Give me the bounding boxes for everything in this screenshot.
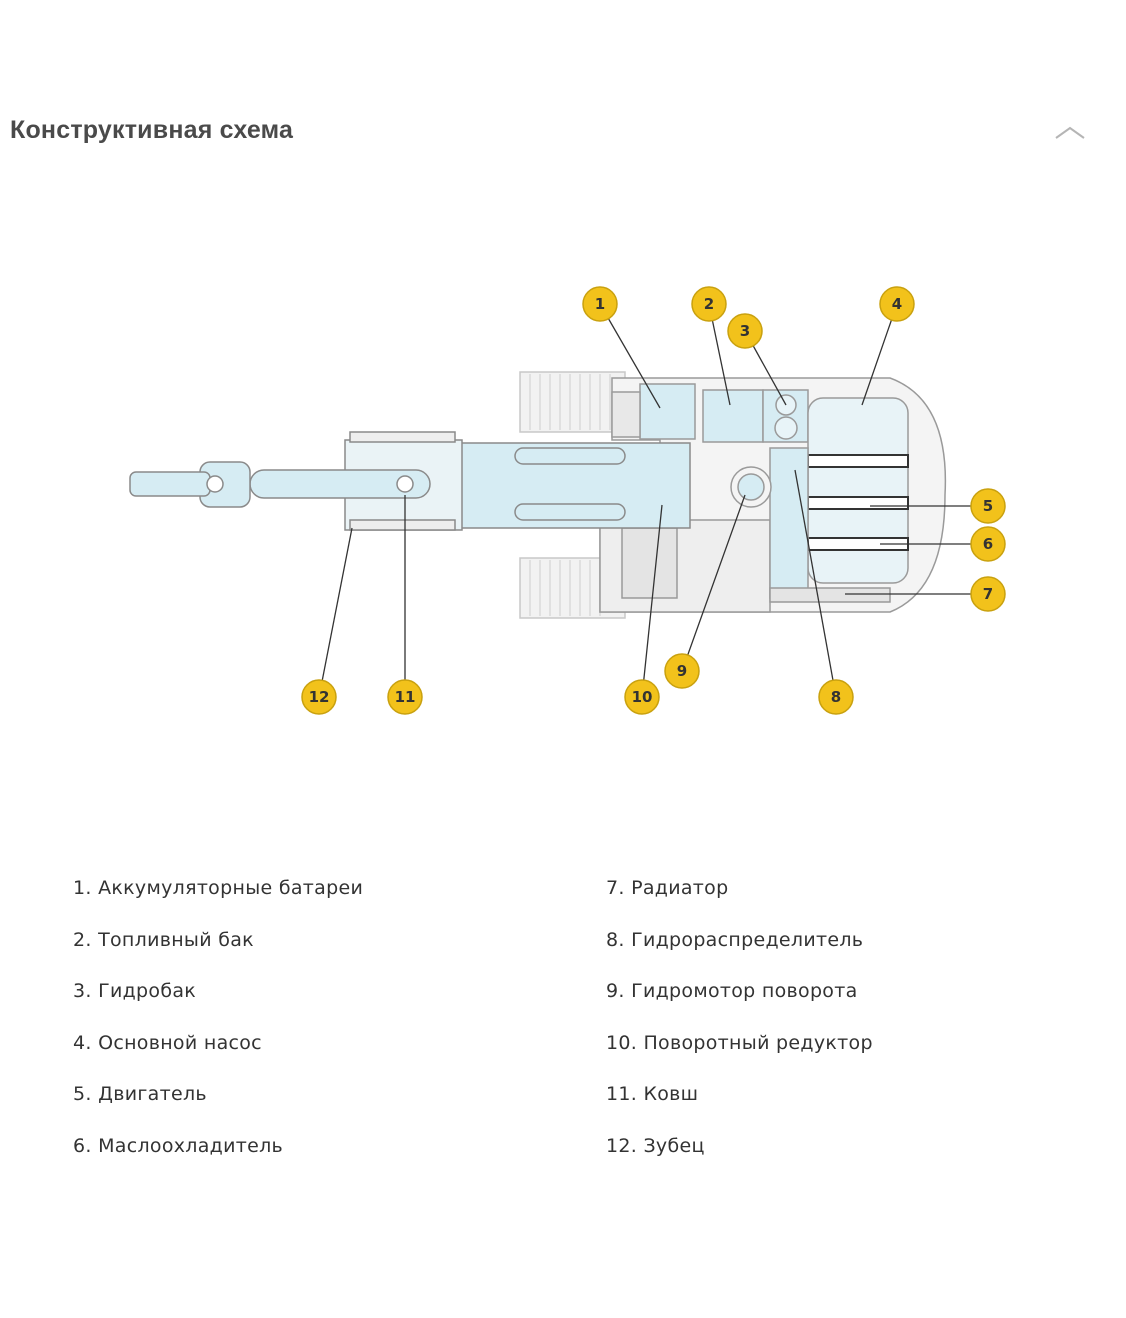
legend-column-left: 1. Аккумуляторные батареи 2. Топливный б… — [73, 873, 553, 1183]
svg-text:3: 3 — [740, 322, 750, 340]
svg-text:5: 5 — [983, 497, 993, 515]
callout-6: 6 — [970, 526, 1006, 562]
legend-item: 5. Двигатель — [73, 1083, 207, 1106]
callout-12: 12 — [301, 679, 337, 715]
svg-text:11: 11 — [395, 688, 416, 706]
legend-item: 8. Гидрораспределитель — [606, 928, 864, 951]
legend-column-right: 7. Радиатор 8. Гидрораспределитель 9. Ги… — [606, 873, 1086, 1183]
svg-text:7: 7 — [983, 585, 993, 603]
callout-10: 10 — [624, 679, 660, 715]
upper-structure — [599, 377, 947, 613]
legend-item: 2. Топливный бак — [73, 928, 254, 951]
legend-item: 10. Поворотный редуктор — [606, 1031, 873, 1054]
callout-11: 11 — [387, 679, 423, 715]
callout-9: 9 — [664, 653, 700, 689]
svg-text:2: 2 — [704, 295, 714, 313]
tracks — [519, 371, 626, 619]
svg-text:9: 9 — [677, 662, 687, 680]
svg-text:1: 1 — [595, 295, 605, 313]
chevron-up-icon — [1055, 126, 1085, 139]
callout-markers: 1 2 3 4 5 6 7 8 9 10 11 12 — [301, 286, 1006, 715]
callout-2: 2 — [691, 286, 727, 322]
legend-item: 4. Основной насос — [73, 1031, 262, 1054]
svg-text:4: 4 — [892, 295, 902, 313]
callout-7: 7 — [970, 576, 1006, 612]
excavator-diagram: 1 2 3 4 5 6 7 8 9 10 11 12 — [129, 286, 1006, 715]
callout-3: 3 — [727, 313, 763, 349]
legend-item: 12. Зубец — [606, 1134, 705, 1157]
section-header[interactable]: Конструктивная схема — [10, 112, 1090, 156]
callout-1: 1 — [582, 286, 618, 322]
callout-8: 8 — [818, 679, 854, 715]
legend-item: 6. Маслоохладитель — [73, 1134, 284, 1157]
section-title: Конструктивная схема — [10, 116, 294, 144]
callout-5: 5 — [970, 488, 1006, 524]
leader-lines — [318, 303, 988, 698]
legend-item: 3. Гидробак — [73, 980, 197, 1003]
svg-text:10: 10 — [632, 688, 653, 706]
collapse-button[interactable] — [1050, 118, 1090, 148]
svg-text:6: 6 — [983, 535, 993, 553]
boom-arm — [129, 431, 691, 531]
legend-item: 7. Радиатор — [606, 877, 729, 899]
legend-item: 11. Ковш — [606, 1083, 699, 1106]
legend-item: 9. Гидромотор поворота — [606, 980, 858, 1003]
svg-text:12: 12 — [309, 688, 330, 706]
legend-item: 1. Аккумуляторные батареи — [73, 877, 364, 899]
svg-text:8: 8 — [831, 688, 841, 706]
callout-4: 4 — [879, 286, 915, 322]
